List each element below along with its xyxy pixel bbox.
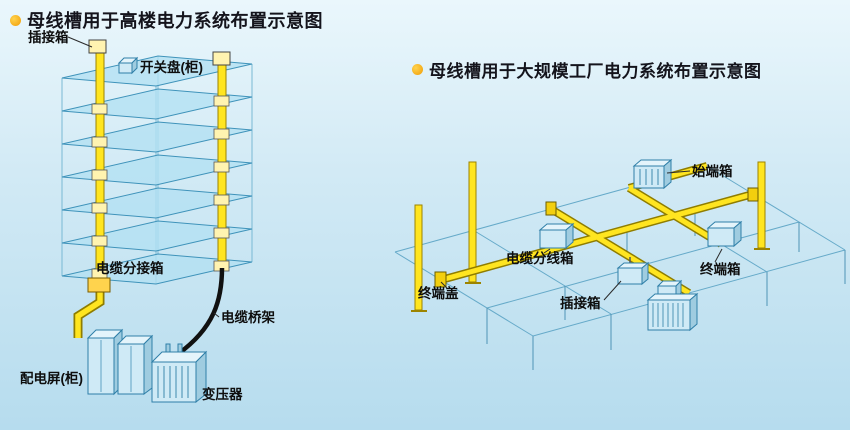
floor-plug-boxes bbox=[91, 95, 230, 280]
busbar-riser-left bbox=[95, 43, 105, 293]
bullet-icon bbox=[412, 64, 423, 75]
support-columns bbox=[411, 161, 770, 312]
label-plug-box: 插接箱 bbox=[28, 29, 69, 45]
distribution-cabinets bbox=[86, 328, 154, 396]
factory-diagram-title: 母线槽用于大规模工厂电力系统布置示意图 bbox=[412, 57, 762, 82]
building-diagram-title: 母线槽用于高楼电力系统布置示意图 bbox=[10, 7, 323, 33]
transformer-fins bbox=[157, 366, 189, 398]
riser-top-boxes bbox=[88, 39, 231, 66]
label-switch-panel: 开关盘(柜) bbox=[140, 59, 203, 75]
factory-title-text: 母线槽用于大规模工厂电力系统布置示意图 bbox=[429, 62, 762, 81]
plug-box bbox=[213, 161, 230, 173]
plug-box bbox=[91, 202, 108, 214]
cabinet-fins bbox=[652, 303, 684, 327]
factory-labels: 终端盖 电缆分线箱 插接箱 始端箱 终端箱 bbox=[418, 163, 741, 311]
building-title-text: 母线槽用于高楼电力系统布置示意图 bbox=[27, 11, 323, 31]
cable-tap-box bbox=[87, 277, 111, 293]
switch-panel-box bbox=[117, 56, 139, 75]
label-cable-tap-box: 电缆分接箱 bbox=[96, 260, 164, 276]
plug-box bbox=[88, 39, 107, 54]
floor-slab bbox=[61, 253, 253, 285]
transformer-unit bbox=[150, 343, 208, 404]
label-transformer: 变压器 bbox=[202, 386, 243, 402]
factory-leader-lines bbox=[440, 170, 723, 301]
floor-slab bbox=[61, 88, 253, 120]
plug-box bbox=[213, 128, 230, 140]
floor-slab bbox=[61, 154, 253, 186]
terminal-cap-piece bbox=[434, 271, 447, 288]
building-floors bbox=[61, 55, 253, 285]
plug-box bbox=[91, 235, 108, 247]
label-terminal-cap: 终端盖 bbox=[418, 285, 459, 301]
label-plug-box: 插接箱 bbox=[560, 295, 601, 311]
busway-end-cap bbox=[545, 201, 557, 216]
terminal-box-unit bbox=[706, 220, 743, 248]
building-leader-lines bbox=[67, 36, 220, 318]
plug-box bbox=[213, 95, 230, 107]
plug-box bbox=[213, 227, 230, 239]
busway-end-cap bbox=[747, 187, 759, 202]
floor-slab bbox=[61, 220, 253, 252]
cable-tray-cable bbox=[176, 267, 225, 356]
bottom-busduct-elbow bbox=[73, 288, 105, 338]
building-labels: 插接箱 开关盘(柜) 电缆分接箱 电缆桥架 配电屏(柜) 变压器 bbox=[20, 29, 275, 402]
label-start-box: 始端箱 bbox=[692, 163, 733, 179]
plug-box bbox=[212, 51, 231, 66]
start-box-unit bbox=[632, 158, 673, 190]
floor-cabinet-unit bbox=[646, 279, 699, 332]
label-distribution-panel: 配电屏(柜) bbox=[20, 370, 83, 386]
plug-box bbox=[91, 136, 108, 148]
floor-slab bbox=[61, 121, 253, 153]
label-cable-tray: 电缆桥架 bbox=[221, 309, 275, 325]
building-diagram: 插接箱 开关盘(柜) 电缆分接箱 电缆桥架 配电屏(柜) 变压器 bbox=[20, 29, 275, 404]
plug-box bbox=[91, 103, 108, 115]
label-cable-branch-box: 电缆分线箱 bbox=[506, 250, 574, 266]
factory-diagram: 终端盖 电缆分线箱 插接箱 始端箱 终端箱 bbox=[394, 158, 846, 370]
plug-box bbox=[91, 169, 108, 181]
plug-box bbox=[213, 194, 230, 206]
floor-slab bbox=[61, 187, 253, 219]
label-terminal-box: 终端箱 bbox=[700, 261, 741, 277]
cable-branch-box-unit bbox=[538, 222, 575, 250]
hanging-plug-box-unit bbox=[616, 257, 650, 286]
bullet-icon bbox=[10, 14, 21, 26]
